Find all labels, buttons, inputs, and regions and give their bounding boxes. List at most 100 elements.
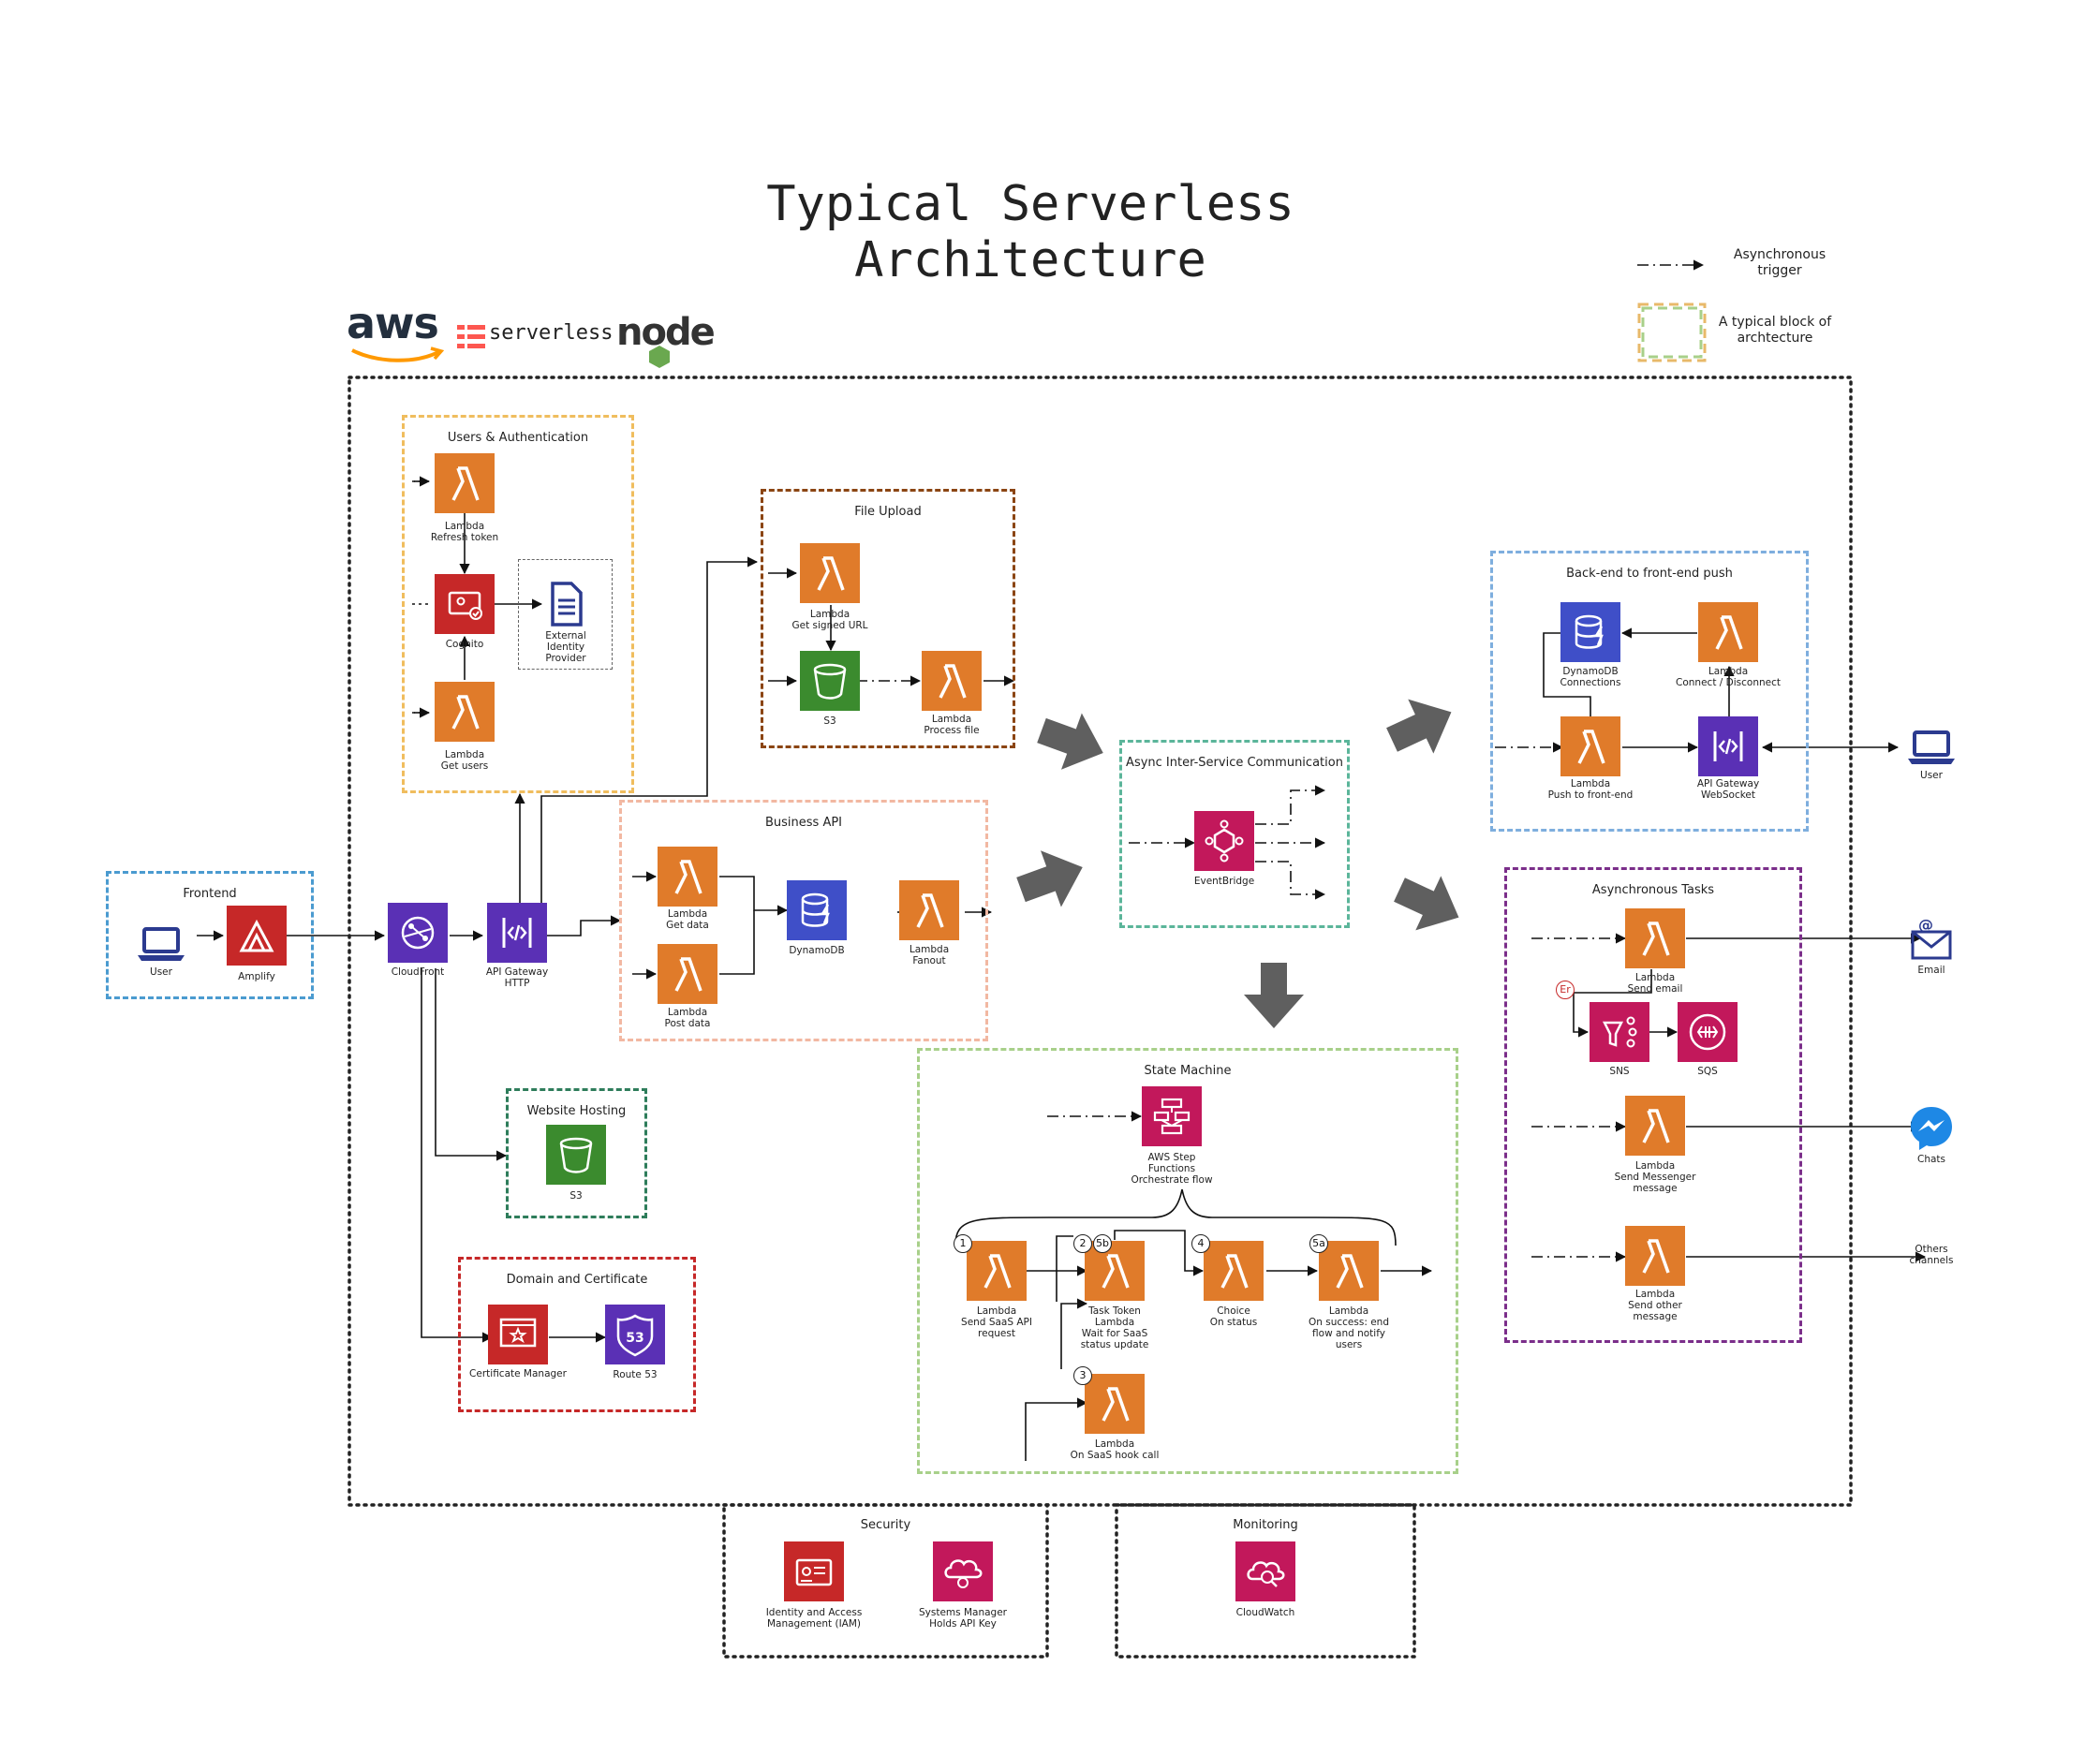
group-users-auth: Users & Authentication (402, 415, 634, 793)
dynamodb-connections-icon[interactable] (1560, 602, 1620, 662)
group-security-title: Security (860, 1518, 911, 1532)
cloudfront-icon[interactable] (388, 903, 448, 963)
lambda-connect-icon[interactable] (1698, 602, 1758, 662)
iam-label: Identity and Access Management (IAM) (765, 1607, 863, 1630)
choice-icon[interactable] (1204, 1241, 1264, 1301)
error-badge: Er (1556, 981, 1575, 999)
api-gateway-websocket-icon[interactable] (1698, 716, 1758, 776)
group-state-machine-title: State Machine (1144, 1064, 1232, 1078)
legend-async-trigger: Asynchronous trigger (1733, 247, 1826, 278)
email-label: Email (1917, 965, 1945, 976)
lambda-push-icon[interactable] (1560, 716, 1620, 776)
step-badge-2: 2 (1073, 1234, 1092, 1253)
group-backend-push: Back-end to front-end push (1490, 551, 1809, 832)
dynamodb-icon[interactable] (787, 880, 847, 940)
lambda-fanout-icon[interactable] (899, 880, 959, 940)
sns-label: SNS (1609, 1066, 1630, 1077)
cloudwatch-label: CloudWatch (1235, 1607, 1295, 1618)
step-badge-1: 1 (954, 1234, 972, 1253)
lambda-process-file-icon[interactable] (922, 651, 982, 711)
cognito-icon[interactable] (435, 574, 495, 634)
group-file-upload-title: File Upload (854, 505, 922, 519)
sns-icon[interactable] (1590, 1002, 1649, 1062)
group-frontend: Frontend (106, 871, 314, 999)
api-gateway-http-icon[interactable] (487, 903, 547, 963)
title-line-2: Architecture (854, 232, 1206, 288)
lambda-send-messenger-icon[interactable] (1625, 1096, 1685, 1156)
svg-text:@: @ (1918, 917, 1933, 934)
others-channels-label: Others channels (1909, 1244, 1954, 1266)
amplify-label: Amplify (238, 971, 275, 982)
user-right-laptop-icon[interactable] (1901, 717, 1961, 777)
lambda-post-data-icon[interactable] (658, 944, 717, 1004)
lambda-saas-hook-icon[interactable] (1085, 1374, 1145, 1434)
document-icon[interactable] (536, 574, 596, 634)
email-envelope-icon[interactable]: @ (1901, 913, 1961, 973)
lambda-saas-request-icon[interactable] (967, 1241, 1027, 1301)
lambda-get-data-icon[interactable] (658, 847, 717, 907)
step-functions-icon[interactable] (1142, 1086, 1202, 1146)
certificate-manager-label: Certificate Manager (469, 1368, 567, 1379)
chats-label: Chats (1916, 1154, 1945, 1165)
step-badge-5a: 5a (1309, 1234, 1328, 1253)
lambda-refresh-token-icon[interactable] (435, 453, 495, 513)
diagram-title: Typical Serverless Architecture (656, 176, 1405, 288)
serverless-logo-icon (457, 325, 485, 353)
legend-typical-block: A typical block of archtecture (1718, 315, 1832, 346)
s3-upload-bucket-icon[interactable] (800, 651, 860, 711)
step-badge-3: 3 (1073, 1366, 1092, 1385)
user-left-laptop-icon[interactable] (131, 914, 191, 974)
cognito-label: Cognito (445, 639, 484, 650)
title-line-1: Typical Serverless (766, 176, 1294, 232)
group-monitoring: Monitoring (1117, 1505, 1414, 1657)
group-backend-push-title: Back-end to front-end push (1566, 567, 1733, 581)
s3-site-label: S3 (569, 1190, 583, 1202)
external-idp-label: External Identity Provider (545, 630, 586, 664)
user-left-label: User (150, 966, 172, 978)
serverless-logo: serverless (489, 321, 614, 345)
nodejs-logo: node (616, 311, 716, 368)
iam-icon[interactable] (784, 1541, 844, 1601)
amplify-icon[interactable] (227, 906, 287, 966)
lambda-get-users-icon[interactable] (435, 682, 495, 742)
cloudwatch-icon[interactable] (1235, 1541, 1295, 1601)
systems-manager-icon[interactable] (933, 1541, 993, 1601)
s3-upload-label: S3 (823, 715, 836, 727)
svg-text:53: 53 (626, 1331, 643, 1346)
group-website-hosting: Website Hosting (506, 1088, 647, 1218)
route53-shield-icon[interactable]: 53 (605, 1305, 665, 1364)
eventbridge-icon[interactable] (1194, 811, 1254, 871)
sqs-icon[interactable] (1678, 1002, 1738, 1062)
dynamodb-label: DynamoDB (789, 945, 845, 956)
lambda-send-other-icon[interactable] (1625, 1226, 1685, 1286)
group-domain-cert-title: Domain and Certificate (506, 1273, 648, 1287)
messenger-chat-icon[interactable] (1901, 1098, 1961, 1158)
group-users-auth-title: Users & Authentication (447, 431, 589, 445)
ext-idp-frame (518, 559, 613, 670)
group-business-api-title: Business API (764, 816, 843, 830)
s3-site-bucket-icon[interactable] (546, 1125, 606, 1185)
lambda-send-email-icon[interactable] (1625, 908, 1685, 968)
group-async-tasks: Asynchronous Tasks (1504, 867, 1802, 1343)
group-monitoring-title: Monitoring (1233, 1518, 1298, 1532)
lambda-signed-url-icon[interactable] (800, 543, 860, 603)
certificate-manager-icon[interactable] (488, 1305, 548, 1364)
lambda-task-token-icon[interactable] (1085, 1241, 1145, 1301)
group-frontend-title: Frontend (183, 887, 237, 901)
group-async-comm-title: Async Inter-Service Communication (1126, 756, 1343, 770)
lambda-on-success-icon[interactable] (1319, 1241, 1379, 1301)
